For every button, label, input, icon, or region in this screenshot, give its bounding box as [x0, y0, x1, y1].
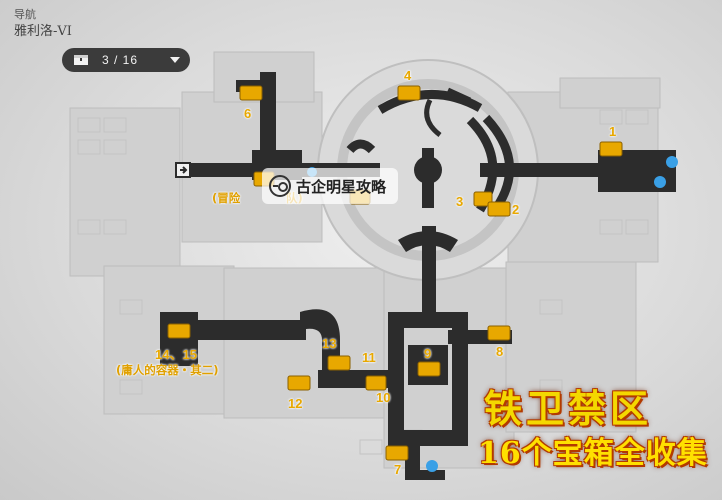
chest-icon [74, 55, 88, 65]
chest-icon [487, 325, 511, 341]
marker-6: 6 [244, 106, 252, 121]
chest-icon [473, 191, 493, 207]
marker-13: 13 [322, 336, 337, 351]
plaza-arcs-thin [424, 87, 472, 137]
marker-9: 9 [424, 346, 432, 361]
walkable-paths [160, 72, 676, 480]
marker-3: 3 [456, 194, 464, 209]
chest-counter-dropdown[interactable]: 3 / 16 [62, 48, 190, 72]
overlay-subtitle: 16个宝箱全收集 [478, 436, 708, 471]
marker-10: 10 [376, 390, 391, 405]
waypoint-icon [654, 176, 666, 188]
chest-icon [287, 375, 311, 391]
chest-icon [397, 85, 421, 101]
marker-12: 12 [288, 396, 303, 411]
waypoint-icon [666, 156, 678, 168]
watermark-logo-icon [269, 175, 291, 197]
exit-marker[interactable] [175, 162, 191, 178]
chest-icon [167, 323, 191, 339]
vessel-label: (庸人的容器・其二) [116, 363, 219, 377]
watermark: 古企明星攻略 [262, 168, 398, 204]
chest-count: 3 / 16 [102, 53, 139, 67]
marker-11: 11 [362, 350, 376, 365]
map-building-details [77, 109, 649, 455]
overlay-title: 铁卫禁区 [484, 386, 653, 431]
chest-icon [487, 201, 511, 217]
chest-icon [327, 355, 351, 371]
watermark-text: 古企明星攻略 [296, 177, 387, 196]
marker-7: 7 [394, 462, 402, 477]
marker-8: 8 [496, 344, 504, 359]
chevron-down-icon [170, 57, 180, 63]
region-name: 雅利洛-VI [14, 24, 72, 39]
chest-icon [239, 85, 263, 101]
nav-label: 导航 [14, 8, 36, 21]
marker-4: 4 [404, 68, 412, 83]
chest-icon [385, 445, 409, 461]
marker-1: 1 [609, 124, 617, 139]
chest-icon [599, 141, 623, 157]
adventure-label: (冒险 [212, 191, 241, 205]
chest-icon [417, 361, 441, 377]
chest-icon [365, 375, 387, 391]
waypoint-icon [426, 460, 438, 472]
marker-14-15: 14、15 [155, 347, 197, 362]
marker-2: 2 [512, 202, 520, 217]
